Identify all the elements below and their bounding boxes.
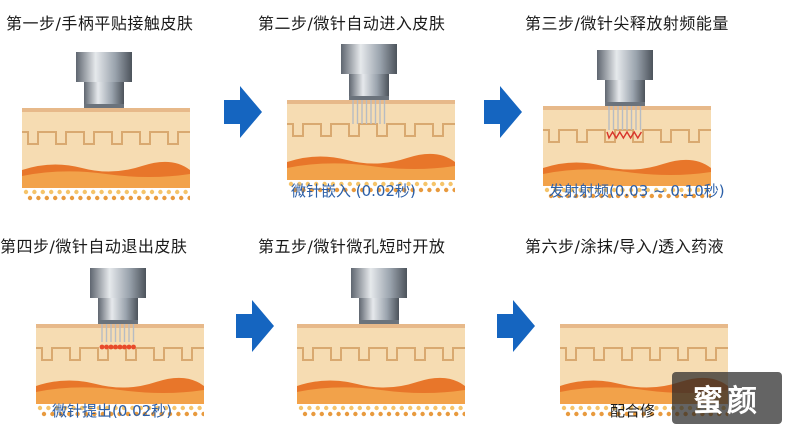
step-3-illustration — [543, 50, 711, 210]
step-6-caption: 配合修 — [610, 402, 656, 420]
step-2-caption: 微针嵌入 (0.02秒) — [291, 182, 416, 200]
arrow-right-icon — [224, 86, 262, 138]
step-5-title: 第五步/微针微孔短时开放 — [258, 237, 446, 256]
arrow-right-icon — [236, 300, 274, 352]
step-2-illustration — [287, 44, 455, 204]
step-4-illustration — [36, 268, 204, 428]
watermark-logo: 蜜颜 — [672, 372, 782, 424]
step-3-title: 第三步/微针尖释放射频能量 — [525, 14, 729, 33]
step-3-caption: 发射射频(0.03 ~ 0.10秒) — [549, 182, 725, 200]
step-1-illustration — [22, 52, 190, 212]
arrow-right-icon — [484, 86, 522, 138]
step-6-title: 第六步/涂抹/导入/透入药液 — [525, 237, 725, 256]
step-6-illustration — [560, 268, 728, 428]
step-1-title: 第一步/手柄平贴接触皮肤 — [6, 14, 194, 33]
step-2-title: 第二步/微针自动进入皮肤 — [258, 14, 446, 33]
step-4-caption: 微针提出(0.02秒) — [52, 402, 173, 420]
step-4-title: 第四步/微针自动退出皮肤 — [0, 237, 188, 256]
arrow-right-icon — [497, 300, 535, 352]
step-5-illustration — [297, 268, 465, 428]
